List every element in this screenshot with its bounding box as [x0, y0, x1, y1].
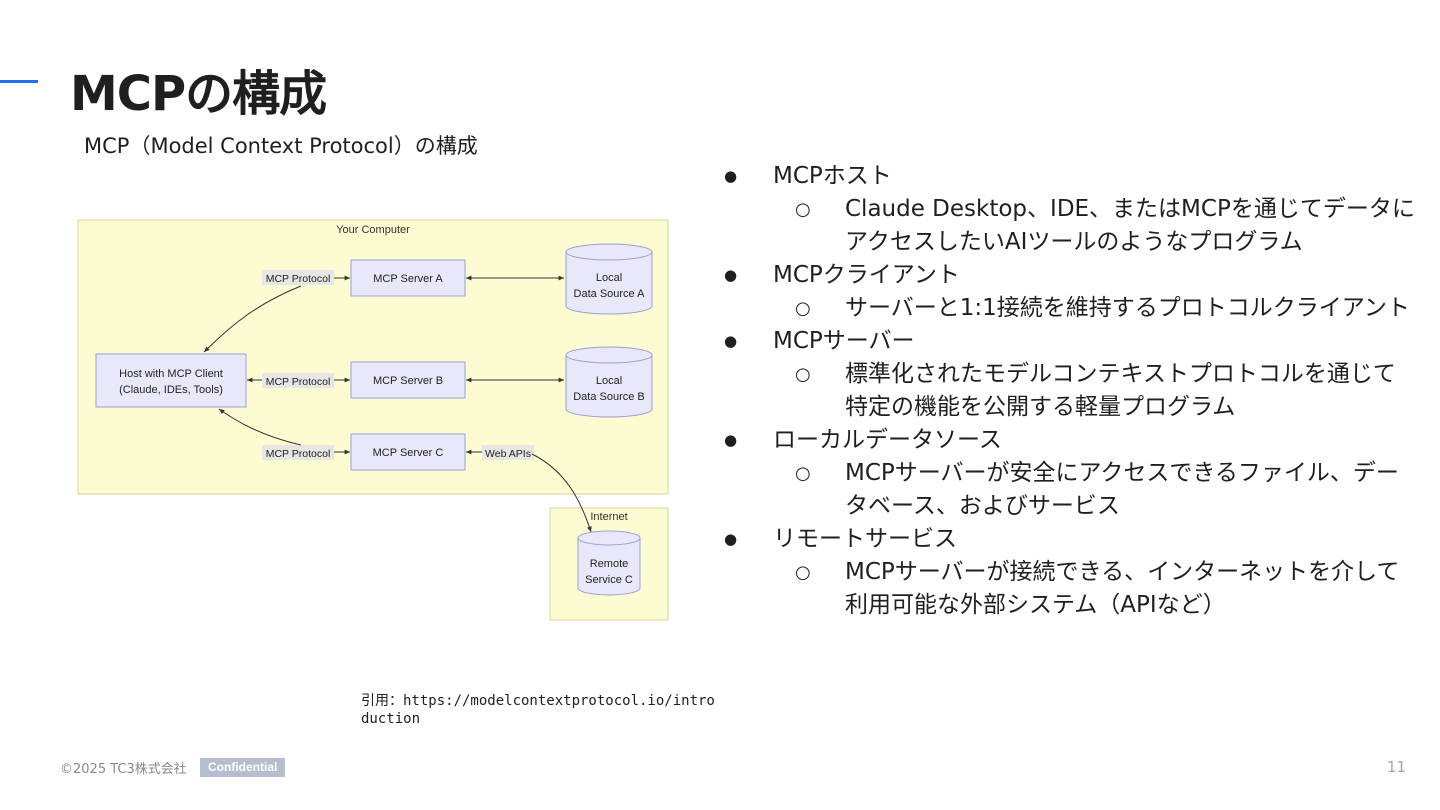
data-source-b-cylinder: [565, 346, 653, 418]
bullet-label: リモートサービス: [773, 526, 957, 552]
protocol-label-a-bg: [262, 270, 334, 285]
web-apis-label-bg: [482, 445, 534, 460]
host-label-line2: (Claude, IDEs, Tools): [119, 384, 223, 396]
mcp-architecture-diagram: Your Computer Internet Host with MCP Cli…: [77, 219, 669, 621]
bullet-label: ローカルデータソース: [773, 427, 1002, 453]
data-source-b-line2: Data Source B: [573, 391, 645, 403]
citation-link-text: 引用：https://modelcontextprotocol.io/intro…: [361, 693, 715, 727]
page-number: 11: [1386, 758, 1406, 776]
data-source-b-line1: Local: [596, 375, 622, 387]
bullet-mcp-host: MCPホスト Claude Desktop、IDE、またはMCPを通じてデータに…: [718, 160, 1418, 259]
host-label-line1: Host with MCP Client: [119, 368, 223, 380]
protocol-label-b-bg: [262, 373, 334, 388]
host-box: [95, 353, 247, 408]
mcp-server-c-label: MCP Server C: [373, 447, 444, 459]
protocol-label-b: MCP Protocol: [266, 376, 331, 388]
your-computer-label: Your Computer: [336, 224, 410, 236]
curve-protocol-c-to-host: [218, 408, 302, 446]
remote-service-cylinder: [577, 530, 641, 596]
slide-subtitle: MCP（Model Context Protocol）の構成: [84, 134, 478, 158]
sub-bullet: サーバーと1:1接続を維持するプロトコルクライアント: [773, 292, 1418, 325]
curve-protocol-a-to-host: [203, 285, 302, 353]
confidential-badge: Confidential: [200, 758, 286, 777]
bullet-label: MCPクライアント: [773, 262, 960, 288]
mcp-server-a-box: [350, 259, 466, 297]
component-bullet-list: MCPホスト Claude Desktop、IDE、またはMCPを通じてデータに…: [718, 160, 1418, 622]
bullet-label: MCPサーバー: [773, 328, 915, 354]
internet-label: Internet: [590, 511, 627, 523]
bullet-mcp-client: MCPクライアント サーバーと1:1接続を維持するプロトコルクライアント: [718, 259, 1418, 325]
sub-bullet: Claude Desktop、IDE、またはMCPを通じてデータにアクセスしたい…: [773, 193, 1418, 259]
slide-title: MCPの構成: [70, 66, 327, 122]
title-accent-line: [0, 80, 38, 83]
mcp-server-c-box: [350, 433, 466, 471]
protocol-label-c-bg: [262, 445, 334, 460]
sub-bullet: MCPサーバーが安全にアクセスできるファイル、データベース、およびサービス: [773, 457, 1418, 523]
web-apis-label: Web APIs: [485, 448, 531, 460]
sub-bullet: 標準化されたモデルコンテキストプロトコルを通じて特定の機能を公開する軽量プログラ…: [773, 358, 1418, 424]
curve-webapis-to-remote: [531, 453, 592, 533]
bullet-local-data-source: ローカルデータソース MCPサーバーが安全にアクセスできるファイル、データベース…: [718, 424, 1418, 523]
data-source-a-cylinder: [565, 243, 653, 315]
mcp-server-a-label: MCP Server A: [373, 273, 443, 285]
protocol-label-a: MCP Protocol: [266, 273, 331, 285]
remote-service-line2: Service C: [585, 574, 633, 586]
data-source-a-line1: Local: [596, 272, 622, 284]
data-source-a-line2: Data Source A: [574, 288, 646, 300]
remote-service-line1: Remote: [590, 558, 629, 570]
bullet-label: MCPホスト: [773, 163, 892, 189]
mcp-server-b-label: MCP Server B: [373, 375, 443, 387]
footer-copyright: ©2025 TC3株式会社: [60, 762, 187, 777]
sub-bullet: MCPサーバーが接続できる、インターネットを介して利用可能な外部システム（API…: [773, 556, 1418, 622]
bullet-mcp-server: MCPサーバー 標準化されたモデルコンテキストプロトコルを通じて特定の機能を公開…: [718, 325, 1418, 424]
bullet-remote-service: リモートサービス MCPサーバーが接続できる、インターネットを介して利用可能な外…: [718, 523, 1418, 622]
protocol-label-c: MCP Protocol: [266, 448, 331, 460]
mcp-server-b-box: [350, 361, 466, 399]
